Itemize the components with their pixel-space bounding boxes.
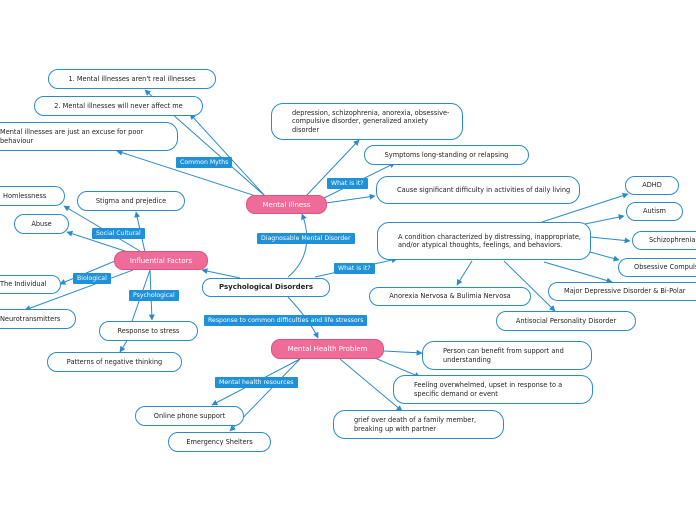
disorder-definition[interactable]: A condition characterized by distressing… — [377, 222, 591, 260]
disorder-major-depressive-bipolar[interactable]: Major Depressive Disorder & Bi-Polar — [548, 282, 696, 301]
disorder-adhd[interactable]: ADHD — [625, 176, 679, 195]
factor-abuse[interactable]: Abuse — [14, 214, 69, 234]
myth-never-affect[interactable]: 2. Mental illnesses will never affect me — [34, 96, 203, 116]
disorder-schizophrenia[interactable]: Schizophrenia — [632, 231, 696, 250]
disorder-anorexia-bulimia[interactable]: Anorexia Nervosa & Bulimia Nervosa — [369, 287, 531, 306]
tag-what-is-it-disorder[interactable]: What is it? — [334, 263, 375, 274]
illness-difficulty[interactable]: Cause significant difficulty in activiti… — [376, 176, 580, 204]
disorder-obsessive-compulsive[interactable]: Obsessive Compulsive — [618, 258, 696, 277]
illness-examples[interactable]: depression, schizophrenia, anorexia, obs… — [271, 103, 463, 140]
factor-response-to-stress[interactable]: Response to stress — [99, 321, 198, 341]
illness-symptoms[interactable]: Symptoms long-standing or relapsing — [364, 145, 529, 165]
tag-diagnosable-mental-disorder[interactable]: Diagnosable Mental Disorder — [257, 233, 355, 244]
disorder-autism[interactable]: Autism — [626, 202, 683, 221]
tag-common-myths[interactable]: Common Myths — [176, 157, 233, 168]
problem-overwhelmed[interactable]: Feeling overwhelmed, upset in response t… — [393, 375, 593, 404]
disorder-antisocial-personality[interactable]: Antisocial Personality Disorder — [496, 311, 636, 331]
tag-social-cultural[interactable]: Social Cultural — [92, 228, 145, 239]
topic-mental-illness[interactable]: Mental Illness — [246, 195, 327, 214]
resource-online-phone-support[interactable]: Online phone support — [135, 406, 244, 426]
myth-not-real[interactable]: 1. Mental illnesses aren't real illnesse… — [48, 69, 216, 89]
resource-emergency-shelters[interactable]: Emergency Shelters — [168, 432, 271, 452]
tag-psychological[interactable]: Psychological — [129, 290, 179, 301]
myth-excuse[interactable]: Mental illnesses are just an excuse for … — [0, 122, 178, 151]
factor-negative-thinking[interactable]: Patterns of negative thinking — [47, 352, 182, 372]
factor-the-individual[interactable]: The Individual — [0, 275, 61, 294]
tag-mental-health-resources[interactable]: Mental health resources — [215, 377, 298, 388]
factor-homelessness[interactable]: Homlessness — [0, 186, 65, 206]
tag-what-is-it-illness[interactable]: What is it? — [327, 178, 368, 189]
factor-neurotransmitters[interactable]: Neurotransmitters — [0, 309, 76, 329]
problem-grief[interactable]: grief over death of a family member, bre… — [333, 410, 504, 439]
tag-response-common-difficulties[interactable]: Response to common difficulties and life… — [204, 315, 368, 326]
topic-influential-factors[interactable]: Influential Factors — [114, 251, 208, 270]
central-topic[interactable]: Psychological Disorders — [202, 278, 330, 297]
factor-stigma-prejudice[interactable]: Stigma and prejedice — [77, 191, 185, 211]
problem-support[interactable]: Person can benefit from support and unde… — [422, 341, 592, 370]
tag-biological[interactable]: Biological — [73, 273, 111, 284]
topic-mental-health-problem[interactable]: Mental Health Problem — [271, 339, 384, 359]
